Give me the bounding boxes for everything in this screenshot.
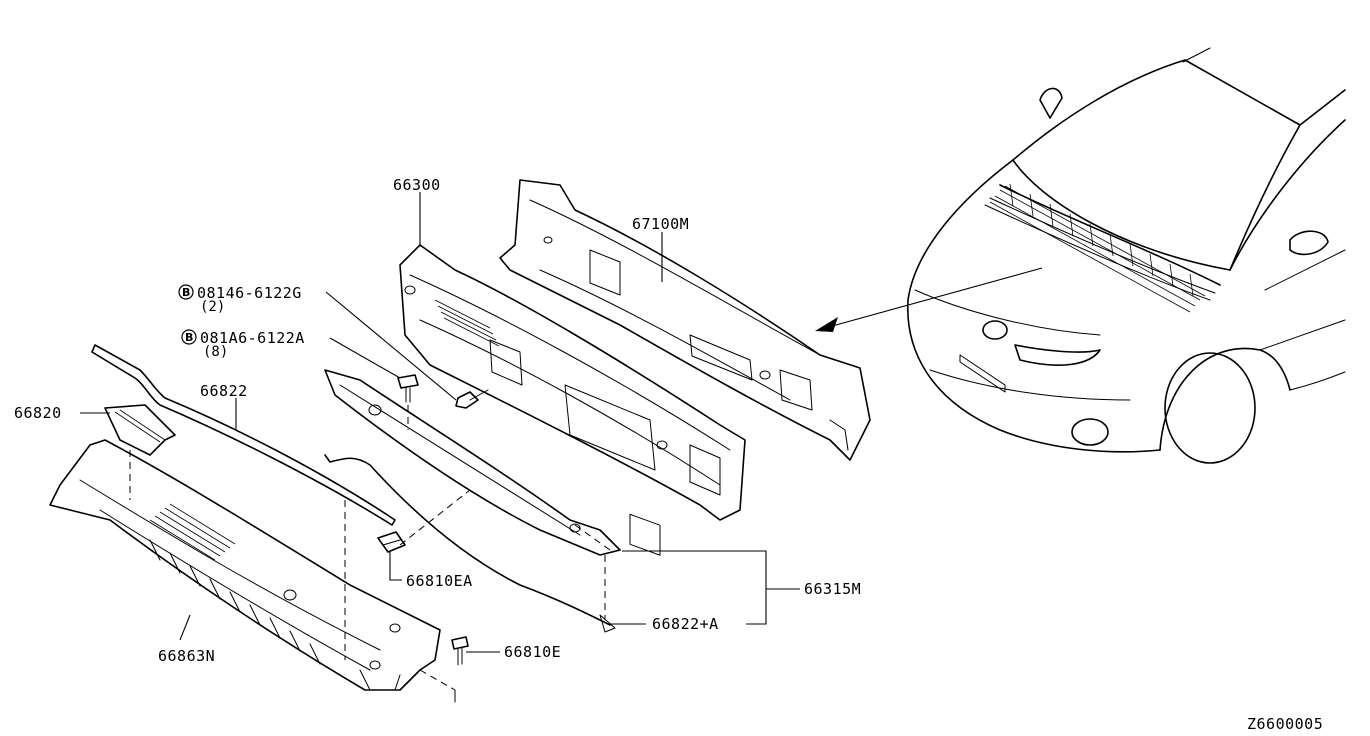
label-66822a: 66822+A xyxy=(652,615,719,633)
clip-66810ea xyxy=(377,531,406,553)
bolt-marker-circle-b xyxy=(181,329,197,345)
seal-strip-66822 xyxy=(91,344,396,526)
dash-panel-67100m xyxy=(499,179,871,556)
cowl-top-66300 xyxy=(399,244,746,521)
cowl-brace-66315m xyxy=(324,369,621,556)
label-081a6-6122a: 081A6-6122A xyxy=(200,329,305,347)
label-bolt-a-qty: (2) xyxy=(200,299,225,315)
label-08146-6122g: 08146-6122G xyxy=(197,284,302,302)
label-66820: 66820 xyxy=(14,404,62,422)
label-66810e: 66810E xyxy=(504,643,561,661)
bolt-081a6-6122a xyxy=(397,374,419,403)
diagram-code: Z6600005 xyxy=(1247,715,1323,733)
vehicle-illustration xyxy=(815,47,1346,464)
label-66810ea: 66810EA xyxy=(406,572,473,590)
label-66822: 66822 xyxy=(200,382,248,400)
bolt-08146-6122g xyxy=(455,389,489,409)
label-66300: 66300 xyxy=(393,176,441,194)
bolt-marker-circle-a xyxy=(178,284,194,300)
bolt-marker-b: B xyxy=(185,331,193,344)
label-bolt-b: B 081A6-6122A (8) xyxy=(181,329,305,360)
part-labels: 66300 67100M B 08146-6122G (2) B 081A6-6… xyxy=(14,176,1323,733)
seal-66820 xyxy=(104,404,176,456)
label-66863n: 66863N xyxy=(158,647,215,665)
bolt-marker-a: B xyxy=(182,286,190,299)
label-66315m: 66315M xyxy=(804,580,861,598)
leader-lines xyxy=(80,192,800,703)
label-bolt-a: B 08146-6122G (2) xyxy=(178,284,302,315)
cable-66822a xyxy=(324,454,616,633)
label-bolt-b-qty: (8) xyxy=(203,344,228,360)
label-67100m: 67100M xyxy=(632,215,689,233)
clip-66810e xyxy=(451,636,469,666)
